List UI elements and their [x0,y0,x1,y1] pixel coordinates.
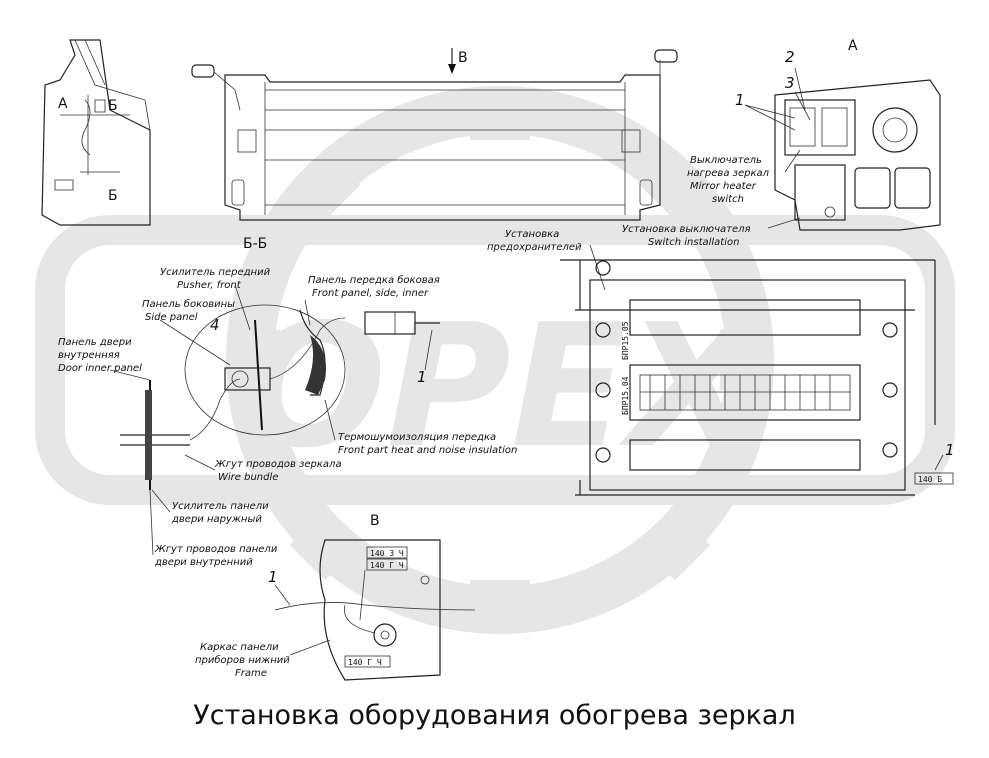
watermark-logo: OPEX [35,86,955,634]
view-label-a-right: А [848,38,858,54]
view-v: В 140 3 Ч 140 Г Ч 140 Г Ч 1 Каркас панел… [195,513,476,681]
door-side-view: А Б Б [41,39,151,226]
svg-text:двери наружный: двери наружный [171,514,262,525]
label-fuse-install-2: предохранителей [487,242,582,253]
view-label-v: В [370,513,380,529]
svg-text:Жгут проводов зеркала: Жгут проводов зеркала [214,459,342,470]
svg-text:Switch installation: Switch installation [648,237,739,248]
dashboard-front-view: В [191,48,678,221]
view-a-switch-panel: А 2 3 1 Выключатель нагрева зеркал Mirro… [622,38,941,248]
label-insulation: Термошумоизоляция передка Front part hea… [338,432,517,456]
svg-text:Выключатель: Выключатель [690,155,762,166]
svg-text:нагрева зеркал: нагрева зеркал [687,168,770,179]
callout-1-v: 1 [268,568,278,586]
svg-text:Панель двери: Панель двери [58,337,132,348]
svg-text:Door inner panel: Door inner panel [58,363,142,374]
svg-text:двери внутренний: двери внутренний [154,557,253,568]
section-label-b-top: Б [108,98,118,114]
svg-text:Pusher, front: Pusher, front [177,280,242,291]
callout-2: 2 [785,48,795,66]
label-wire-bundle: Жгут проводов зеркала Wire bundle [214,459,342,483]
fuse-mark-2: БПР15.04 [621,376,630,415]
section-label-b-bottom: Б [108,188,118,204]
callout-1-bb: 1 [417,368,427,386]
svg-text:Mirror heater: Mirror heater [690,181,757,192]
fuse-mark-1: БПР15.05 [621,321,630,360]
label-side-panel: Панель боковины Side panel [142,298,235,323]
svg-text:Side panel: Side panel [145,312,198,323]
label-switch-install: Установка выключателя Switch installatio… [622,224,751,248]
callout-3: 3 [785,74,795,92]
label-door-inner: Панель двери внутренняя Door inner panel [58,337,142,374]
page-title: Установка оборудования обогрева зеркал [193,700,796,731]
label-panel-frame: Каркас панели приборов нижний Frame [195,642,290,679]
svg-text:switch: switch [712,194,744,205]
svg-text:Frame: Frame [235,668,267,679]
svg-text:OPEX: OPEX [242,288,766,486]
svg-text:Панель передка боковая: Панель передка боковая [308,274,440,286]
v-tag-1: 140 3 Ч [370,549,404,558]
fuse-tag: 140 Б [918,475,942,484]
label-pusher-front: Усилитель передний Pusher, front [160,267,271,291]
svg-text:внутренняя: внутренняя [58,350,120,361]
svg-text:Усилитель панели: Усилитель панели [172,501,269,512]
svg-text:Wire bundle: Wire bundle [218,472,278,483]
label-door-outer-reinf: Усилитель панели двери наружный [171,501,269,525]
label-fuse-install-1: Установка [505,229,559,240]
section-bb: Б-Б 4 1 Усилитель передний Pusher, front… [58,236,517,568]
callout-4: 4 [210,316,220,334]
fuse-block: Установка предохранителей БПР15.05 БПР15… [487,229,955,496]
svg-text:приборов нижний: приборов нижний [195,654,290,666]
label-front-panel-side: Панель передка боковая Front panel, side… [308,274,440,299]
svg-text:Усилитель передний: Усилитель передний [160,267,271,278]
callout-1-fuse: 1 [945,441,955,459]
view-label-a: А [58,96,68,112]
section-label-bb: Б-Б [243,236,267,252]
svg-text:Установка выключателя: Установка выключателя [622,224,751,235]
label-door-harness: Жгут проводов панели двери внутренний [154,544,278,568]
v-tag-3: 140 Г Ч [348,658,382,667]
svg-text:Каркас панели: Каркас панели [200,642,279,653]
view-arrow-label-v: В [458,50,468,66]
v-tag-2: 140 Г Ч [370,561,404,570]
svg-text:Жгут проводов панели: Жгут проводов панели [154,544,278,555]
svg-text:Front part heat and noise insu: Front part heat and noise insulation [338,445,517,456]
label-mirror-switch: Выключатель нагрева зеркал Mirror heater… [687,155,770,205]
svg-text:Термошумоизоляция передка: Термошумоизоляция передка [338,432,496,443]
callout-1-a: 1 [735,91,745,109]
svg-text:Front panel, side, inner: Front panel, side, inner [312,288,429,299]
svg-text:Панель боковины: Панель боковины [142,298,235,310]
